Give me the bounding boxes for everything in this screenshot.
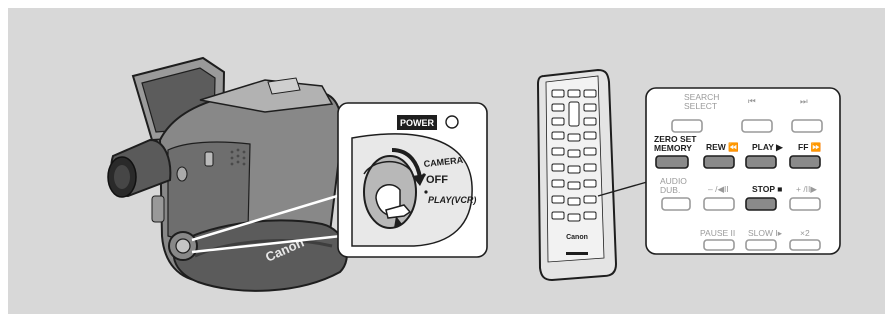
rew-label: REW ⏪ (706, 142, 739, 152)
remote-small-button (552, 148, 564, 155)
remote-brand: Canon (566, 234, 588, 241)
play-label: PLAY ▶ (752, 142, 784, 152)
search-select-button (672, 120, 702, 132)
remote-small-button (552, 164, 564, 171)
remote-small-button (584, 104, 596, 111)
remote-small-button (552, 90, 564, 97)
remote-small-button (568, 150, 580, 157)
remote-small-button (568, 134, 580, 141)
remote-small-button (584, 212, 596, 219)
frame-forward-button (790, 198, 820, 210)
zero-set-memory-button (656, 156, 688, 168)
dial-position-off: OFF (426, 174, 448, 186)
skip-back-button (742, 120, 772, 132)
remote-small-button (568, 198, 580, 205)
slow-button (746, 240, 776, 250)
pause-label: PAUSE II (700, 228, 735, 238)
search-select-label: SELECT (684, 101, 717, 111)
zero-set-memory-label: MEMORY (654, 143, 692, 153)
remote-small-button (568, 166, 580, 173)
dial-position-play-vcr: PLAY(VCR) (428, 195, 476, 205)
remote-small-button (584, 148, 596, 155)
remote-small-button (584, 118, 596, 125)
remote-control: Canon (538, 70, 616, 280)
stop-button (746, 198, 776, 210)
remote-small-button (584, 180, 596, 187)
power-dial-closeup: POWER CAMERA OFF PLAY(VCR) (338, 103, 487, 257)
skip-back-label: ⏮ (748, 96, 756, 106)
audio-dub-label: DUB. (660, 185, 680, 195)
skip-forward-button (792, 120, 822, 132)
play-button (746, 156, 776, 168)
remote-small-button (568, 90, 580, 97)
remote-small-button (568, 214, 580, 221)
ff-button (790, 156, 820, 168)
power-indicator-lamp (446, 116, 458, 128)
frame-forward-label: + /II▶ (796, 184, 817, 194)
remote-small-button (552, 118, 564, 125)
remote-small-button (584, 132, 596, 139)
ff-label: FF ⏩ (798, 142, 822, 152)
pause-button (704, 240, 734, 250)
rew-button (704, 156, 734, 168)
remote-small-button (584, 164, 596, 171)
audio-dub-button (662, 198, 690, 210)
remote-small-button (552, 180, 564, 187)
remote-small-button (584, 90, 596, 97)
frame-back-label: – /◀II (708, 184, 729, 194)
slow-label: SLOW I▸ (748, 228, 783, 238)
x2-button (790, 240, 820, 250)
remote-small-button (552, 104, 564, 111)
x2-label: ×2 (800, 228, 810, 238)
remote-small-button (584, 196, 596, 203)
camcorder: Canon (108, 58, 347, 291)
power-label: POWER (400, 118, 435, 128)
remote-small-button (552, 212, 564, 219)
stop-label: STOP ■ (752, 184, 782, 194)
frame-back-button (704, 198, 734, 210)
skip-forward-label: ⏭ (800, 96, 808, 106)
remote-small-button (552, 132, 564, 139)
remote-rocker-button (569, 102, 579, 126)
remote-small-button (568, 182, 580, 189)
remote-small-button (552, 196, 564, 203)
